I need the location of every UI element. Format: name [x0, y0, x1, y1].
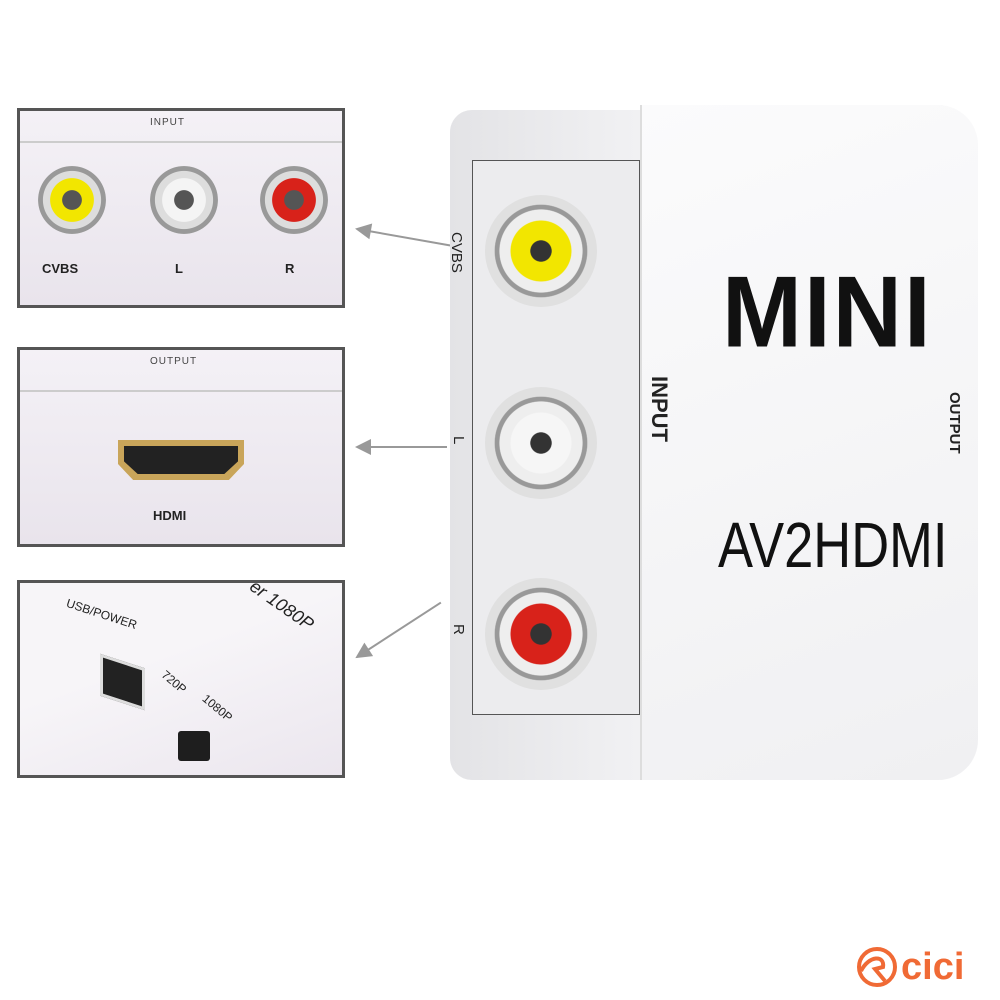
rabbit-logo-icon	[857, 947, 897, 987]
r-big-jack	[485, 578, 597, 690]
usb-port	[100, 653, 145, 711]
panel-title: INPUT	[150, 117, 185, 128]
logo-text: cici	[901, 945, 965, 988]
output-detail-panel: OUTPUT HDMI	[17, 347, 345, 547]
power-detail-panel: USB/POWER er 1080P 720P 1080P	[17, 580, 345, 778]
panel-title: OUTPUT	[150, 356, 198, 367]
resolution-switch	[178, 731, 210, 761]
hdmi-port	[118, 440, 244, 480]
jack-label-r: R	[450, 624, 467, 635]
model-av2hdmi: AV2HDMI	[718, 509, 948, 581]
1080p-label: 1080P	[199, 691, 236, 725]
usb-power-label: USB/POWER	[64, 596, 139, 632]
input-label: INPUT	[647, 376, 672, 442]
cvbs-big-jack	[485, 195, 597, 307]
audio-l-jack	[150, 166, 218, 234]
cvbs-label: CVBS	[42, 261, 79, 276]
brand-mini: MINI	[722, 256, 933, 369]
cici-logo: cici	[855, 945, 964, 989]
output-label: OUTPUT	[946, 392, 963, 454]
r-label: R	[285, 261, 295, 276]
arrow-power	[356, 601, 442, 658]
cvbs-jack	[38, 166, 106, 234]
720p-label: 720P	[158, 667, 190, 697]
hdmi-label: HDMI	[153, 508, 187, 523]
jack-label-l: L	[450, 436, 467, 445]
arrow-output	[355, 439, 447, 455]
audio-r-jack	[260, 166, 328, 234]
jack-label-cvbs: CVBS	[448, 232, 465, 273]
case-text: er 1080P	[246, 580, 318, 635]
input-detail-panel: INPUT CVBS L R	[17, 108, 345, 308]
converter-front	[640, 105, 978, 780]
l-big-jack	[485, 387, 597, 499]
l-label: L	[175, 261, 183, 276]
